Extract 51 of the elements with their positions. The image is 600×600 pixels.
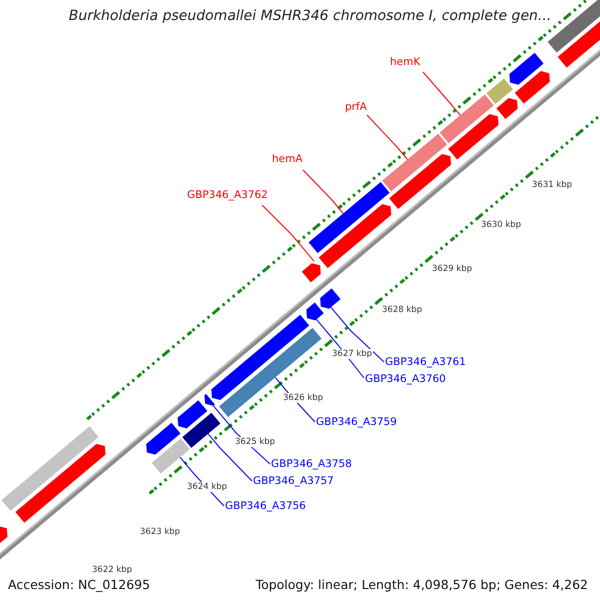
leader-line	[208, 433, 252, 482]
gene-feature	[382, 134, 448, 192]
scale-label: 3626 kbp	[282, 393, 324, 404]
gene-label: GBP346_A3756	[225, 500, 306, 513]
gene-feature	[178, 400, 208, 428]
gene-feature	[1, 426, 99, 511]
gene-feature	[182, 412, 220, 448]
scale-label: 3631 kbp	[531, 180, 574, 190]
gene-label: GBP346_A3757	[253, 475, 334, 488]
gene-label: hemK	[390, 56, 420, 69]
gene-feature	[15, 444, 106, 523]
scale-label: 3629 kbp	[431, 264, 474, 274]
scale-label: 3628 kbp	[381, 305, 424, 316]
gene-label: GBP346_A3759	[316, 416, 397, 429]
gene-label: GBP346_A3761	[385, 356, 466, 369]
leader-line	[422, 72, 461, 116]
gene-label: GBP346_A3758	[271, 458, 352, 471]
gene-feature	[302, 263, 321, 282]
gene-feature	[211, 314, 310, 400]
gene-feature	[514, 71, 550, 104]
gene-feature	[320, 288, 341, 309]
info-text: Topology: linear; Length: 4,098,576 bp; Genes: 4,262	[254, 577, 590, 592]
leader-line	[302, 170, 344, 214]
scale-label: 3627 kbp	[331, 349, 374, 360]
gene-label: hemA	[272, 153, 303, 166]
gene-feature	[440, 94, 494, 144]
gene-feature	[496, 98, 518, 120]
gene-feature	[486, 78, 513, 104]
gene-feature	[219, 328, 322, 418]
gene-label: GBP346_A3762	[187, 189, 268, 202]
gene-feature	[318, 204, 392, 268]
gene-feature	[152, 438, 190, 474]
gene-feature	[509, 52, 544, 85]
leader-line	[262, 204, 315, 262]
leader-line	[366, 114, 408, 160]
gene-feature	[308, 182, 390, 254]
gene-feature	[306, 302, 324, 320]
gene-feature	[448, 114, 499, 160]
title: Burkholderia pseudomallei MSHR346 chromosome I, complete gen...	[68, 8, 552, 25]
gene-label: prfA	[345, 101, 367, 114]
gene-label: GBP346_A3760	[365, 373, 446, 386]
gene-feature	[548, 0, 600, 53]
leader-line	[330, 306, 384, 362]
scale-label: 3625 kbp	[234, 437, 276, 448]
scale-label: 3624 kbp	[186, 482, 228, 492]
gene-feature	[146, 422, 180, 455]
scale-label: 3630 kbp	[480, 220, 522, 230]
scale-label: 3622 kbp	[91, 565, 134, 576]
gene-feature	[389, 154, 452, 210]
scale-label: 3623 kbp	[139, 527, 182, 538]
gene-feature	[204, 394, 215, 406]
